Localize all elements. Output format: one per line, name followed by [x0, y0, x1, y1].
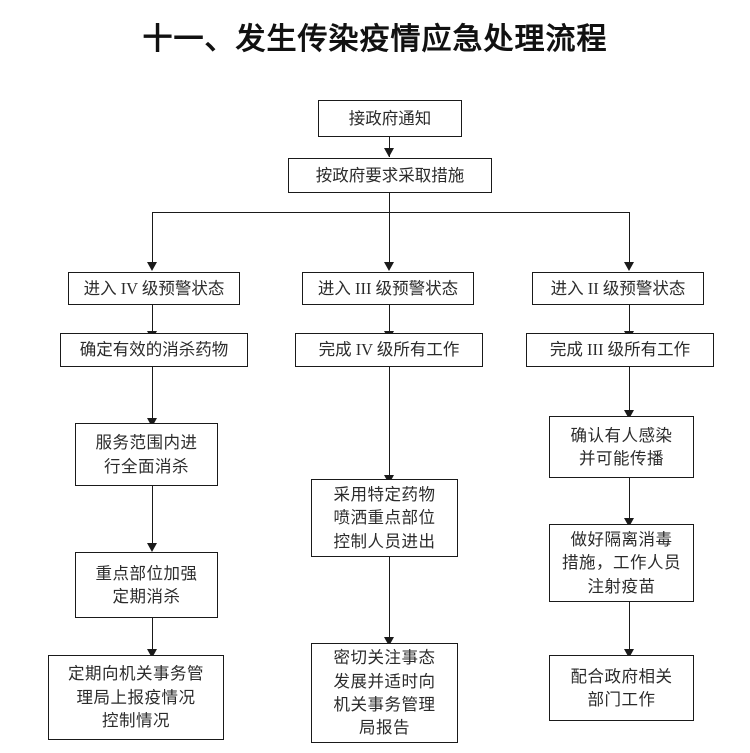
edge-complete-level-3-to-confirm-infection — [629, 367, 630, 411]
edge-bus-to-level-3 — [389, 212, 390, 262]
edge-bus-to-level-4 — [152, 212, 153, 262]
arrowhead-isolation-to-cooperate-gov — [624, 649, 634, 658]
edge-key-area-to-report-bureau — [152, 618, 153, 650]
node-confirm-infection: 确认有人感染 并可能传播 — [549, 416, 694, 478]
node-isolation-vaccine: 做好隔离消毒 措施，工作人员 注射疫苗 — [549, 524, 694, 602]
node-level-3-state: 进入 III 级预警状态 — [302, 272, 474, 305]
arrowhead-start-to-measures — [384, 148, 394, 157]
node-monitor-report: 密切关注事态 发展并适时向 机关事务管理 局报告 — [311, 643, 458, 743]
arrowhead-full-disinfection-to-key-area — [147, 543, 157, 552]
node-determine-agent: 确定有效的消杀药物 — [60, 333, 248, 367]
arrowhead-confirm-infection-to-isolation — [624, 518, 634, 527]
edge-complete-level-4-to-targeted-spray — [389, 367, 390, 476]
node-complete-level-3: 完成 III 级所有工作 — [526, 333, 714, 367]
node-cooperate-gov: 配合政府相关 部门工作 — [549, 655, 694, 721]
node-start: 接政府通知 — [318, 100, 462, 137]
edge-level-2-to-complete-level-3 — [629, 305, 630, 332]
node-level-2-state: 进入 II 级预警状态 — [532, 272, 704, 305]
arrowhead-targeted-spray-to-monitor-report — [384, 637, 394, 646]
edge-full-disinfection-to-key-area — [152, 486, 153, 544]
edge-level-4-to-determine-agent — [152, 305, 153, 332]
node-targeted-spray: 采用特定药物 喷洒重点部位 控制人员进出 — [311, 479, 458, 557]
edge-level-3-to-complete-level-4 — [389, 305, 390, 332]
node-measures: 按政府要求采取措施 — [288, 158, 492, 193]
edge-branch-bus — [152, 212, 629, 213]
arrowhead-determine-agent-to-full-disinfection — [147, 418, 157, 427]
arrowhead-bus-to-level-3 — [384, 262, 394, 271]
edge-measures-to-bus — [389, 193, 390, 212]
node-level-4-state: 进入 IV 级预警状态 — [68, 272, 240, 305]
edge-confirm-infection-to-isolation — [629, 478, 630, 519]
node-report-bureau: 定期向机关事务管 理局上报疫情况 控制情况 — [48, 655, 224, 740]
edge-targeted-spray-to-monitor-report — [389, 557, 390, 639]
node-full-disinfection: 服务范围内进 行全面消杀 — [75, 423, 218, 486]
node-complete-level-4: 完成 IV 级所有工作 — [295, 333, 483, 367]
node-key-area-disinfection: 重点部位加强 定期消杀 — [75, 552, 218, 618]
edge-bus-to-level-2 — [629, 212, 630, 262]
page-title: 十一、发生传染疫情应急处理流程 — [142, 22, 608, 57]
edge-start-to-measures — [389, 137, 390, 157]
edge-determine-agent-to-full-disinfection — [152, 367, 153, 419]
edge-isolation-to-cooperate-gov — [629, 602, 630, 650]
arrowhead-bus-to-level-2 — [624, 262, 634, 271]
arrowhead-key-area-to-report-bureau — [147, 649, 157, 658]
arrowhead-bus-to-level-4 — [147, 262, 157, 271]
arrowhead-complete-level-3-to-confirm-infection — [624, 410, 634, 419]
